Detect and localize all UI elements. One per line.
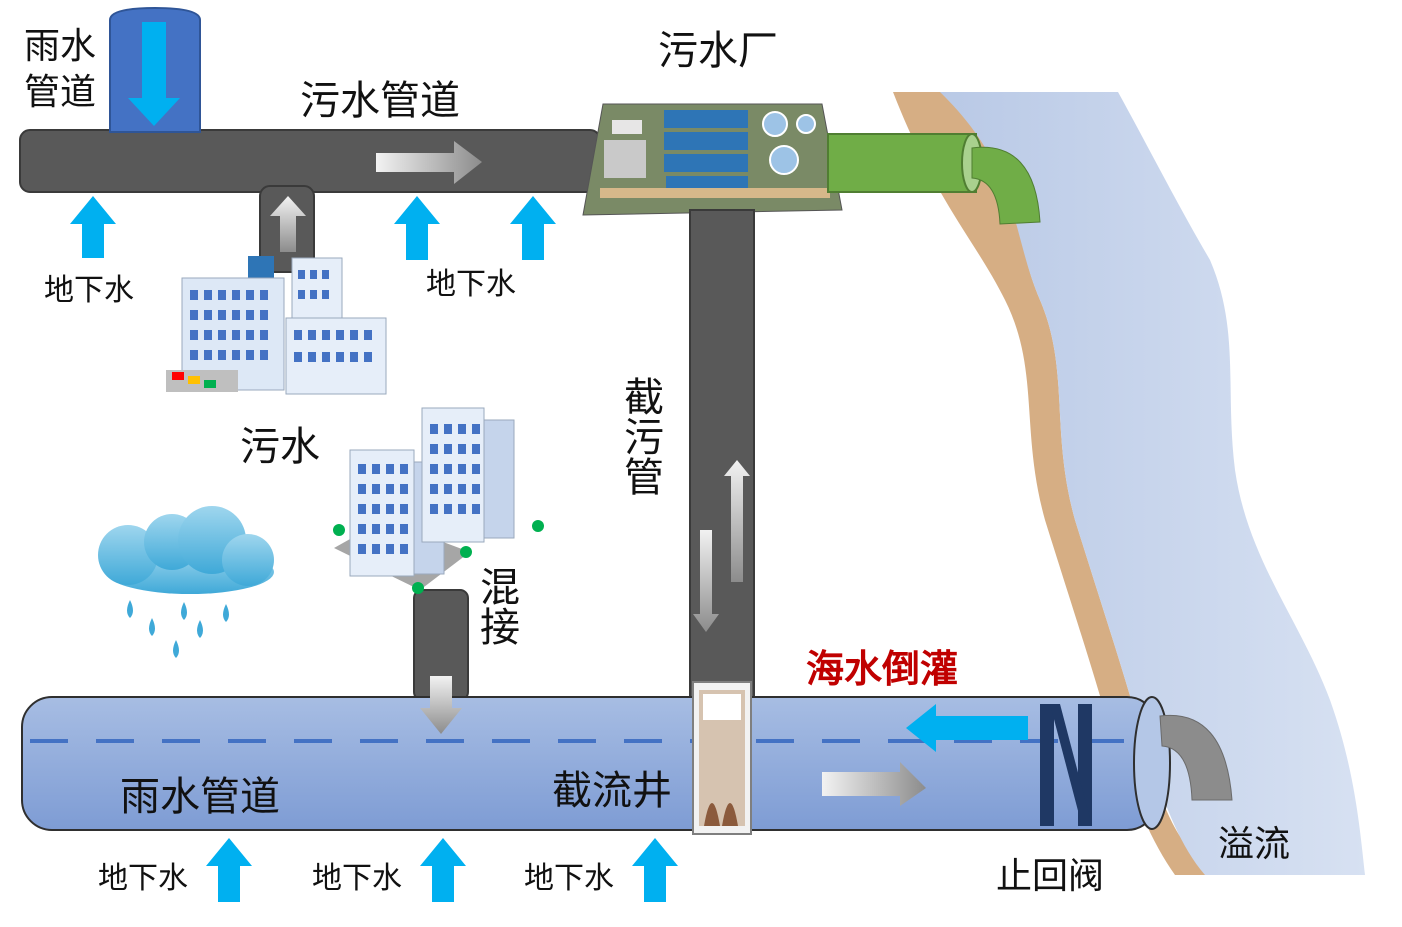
interception-well bbox=[692, 681, 752, 835]
wastewater-plant-icon bbox=[582, 103, 843, 216]
interceptor-pipe bbox=[689, 209, 755, 701]
sewage-pipe-label: 污水管道 bbox=[300, 78, 460, 124]
wwtp-label: 污水厂 bbox=[658, 28, 778, 74]
interceptor-label: 截污管 bbox=[617, 376, 663, 496]
groundwater-label: 地下水 bbox=[312, 861, 402, 896]
building-icon bbox=[166, 256, 387, 395]
river bbox=[893, 92, 1365, 875]
groundwater-label: 地下水 bbox=[524, 861, 614, 896]
rain-pipe-label-line2: 管道 bbox=[24, 72, 96, 113]
sewage-pipe bbox=[19, 129, 601, 193]
building-icon bbox=[333, 407, 544, 594]
overflow-outflow bbox=[1159, 714, 1233, 801]
up-arrow-icon bbox=[510, 196, 556, 260]
down-arrow-icon bbox=[420, 676, 462, 734]
mixed-connection-label: 混接 bbox=[473, 566, 519, 646]
right-arrow-icon bbox=[376, 141, 482, 184]
up-arrow-icon bbox=[270, 196, 306, 252]
up-arrow-icon bbox=[632, 838, 678, 902]
sewage-label: 污水 bbox=[240, 424, 320, 470]
rain-pipe-label-line1: 雨水 bbox=[24, 26, 96, 67]
overflow-label: 溢流 bbox=[1218, 824, 1290, 865]
up-arrow-icon bbox=[394, 196, 440, 260]
up-arrow-icon bbox=[724, 460, 750, 582]
river-water bbox=[940, 92, 1365, 875]
effluent-outflow bbox=[971, 146, 1041, 225]
check-valve-label: 止回阀 bbox=[996, 856, 1104, 897]
effluent-pipe bbox=[827, 133, 977, 193]
seawater-backflow-label: 海水倒灌 bbox=[806, 647, 958, 691]
groundwater-label: 地下水 bbox=[98, 861, 188, 896]
up-arrow-icon bbox=[70, 196, 116, 258]
left-arrow-icon bbox=[906, 704, 1028, 752]
interception-well-label: 截流井 bbox=[552, 768, 672, 814]
river-bank bbox=[893, 92, 1220, 875]
up-arrow-icon bbox=[206, 838, 252, 902]
groundwater-label: 地下水 bbox=[44, 273, 134, 308]
right-arrow-icon bbox=[822, 762, 926, 806]
check-valve-icon bbox=[1040, 704, 1092, 826]
up-arrow-icon bbox=[420, 838, 466, 902]
down-arrow-icon bbox=[693, 530, 719, 632]
groundwater-label: 地下水 bbox=[426, 267, 516, 302]
down-arrow-icon bbox=[128, 22, 180, 126]
rain-cloud-icon bbox=[98, 506, 274, 658]
storm-pipe-label: 雨水管道 bbox=[120, 774, 280, 820]
